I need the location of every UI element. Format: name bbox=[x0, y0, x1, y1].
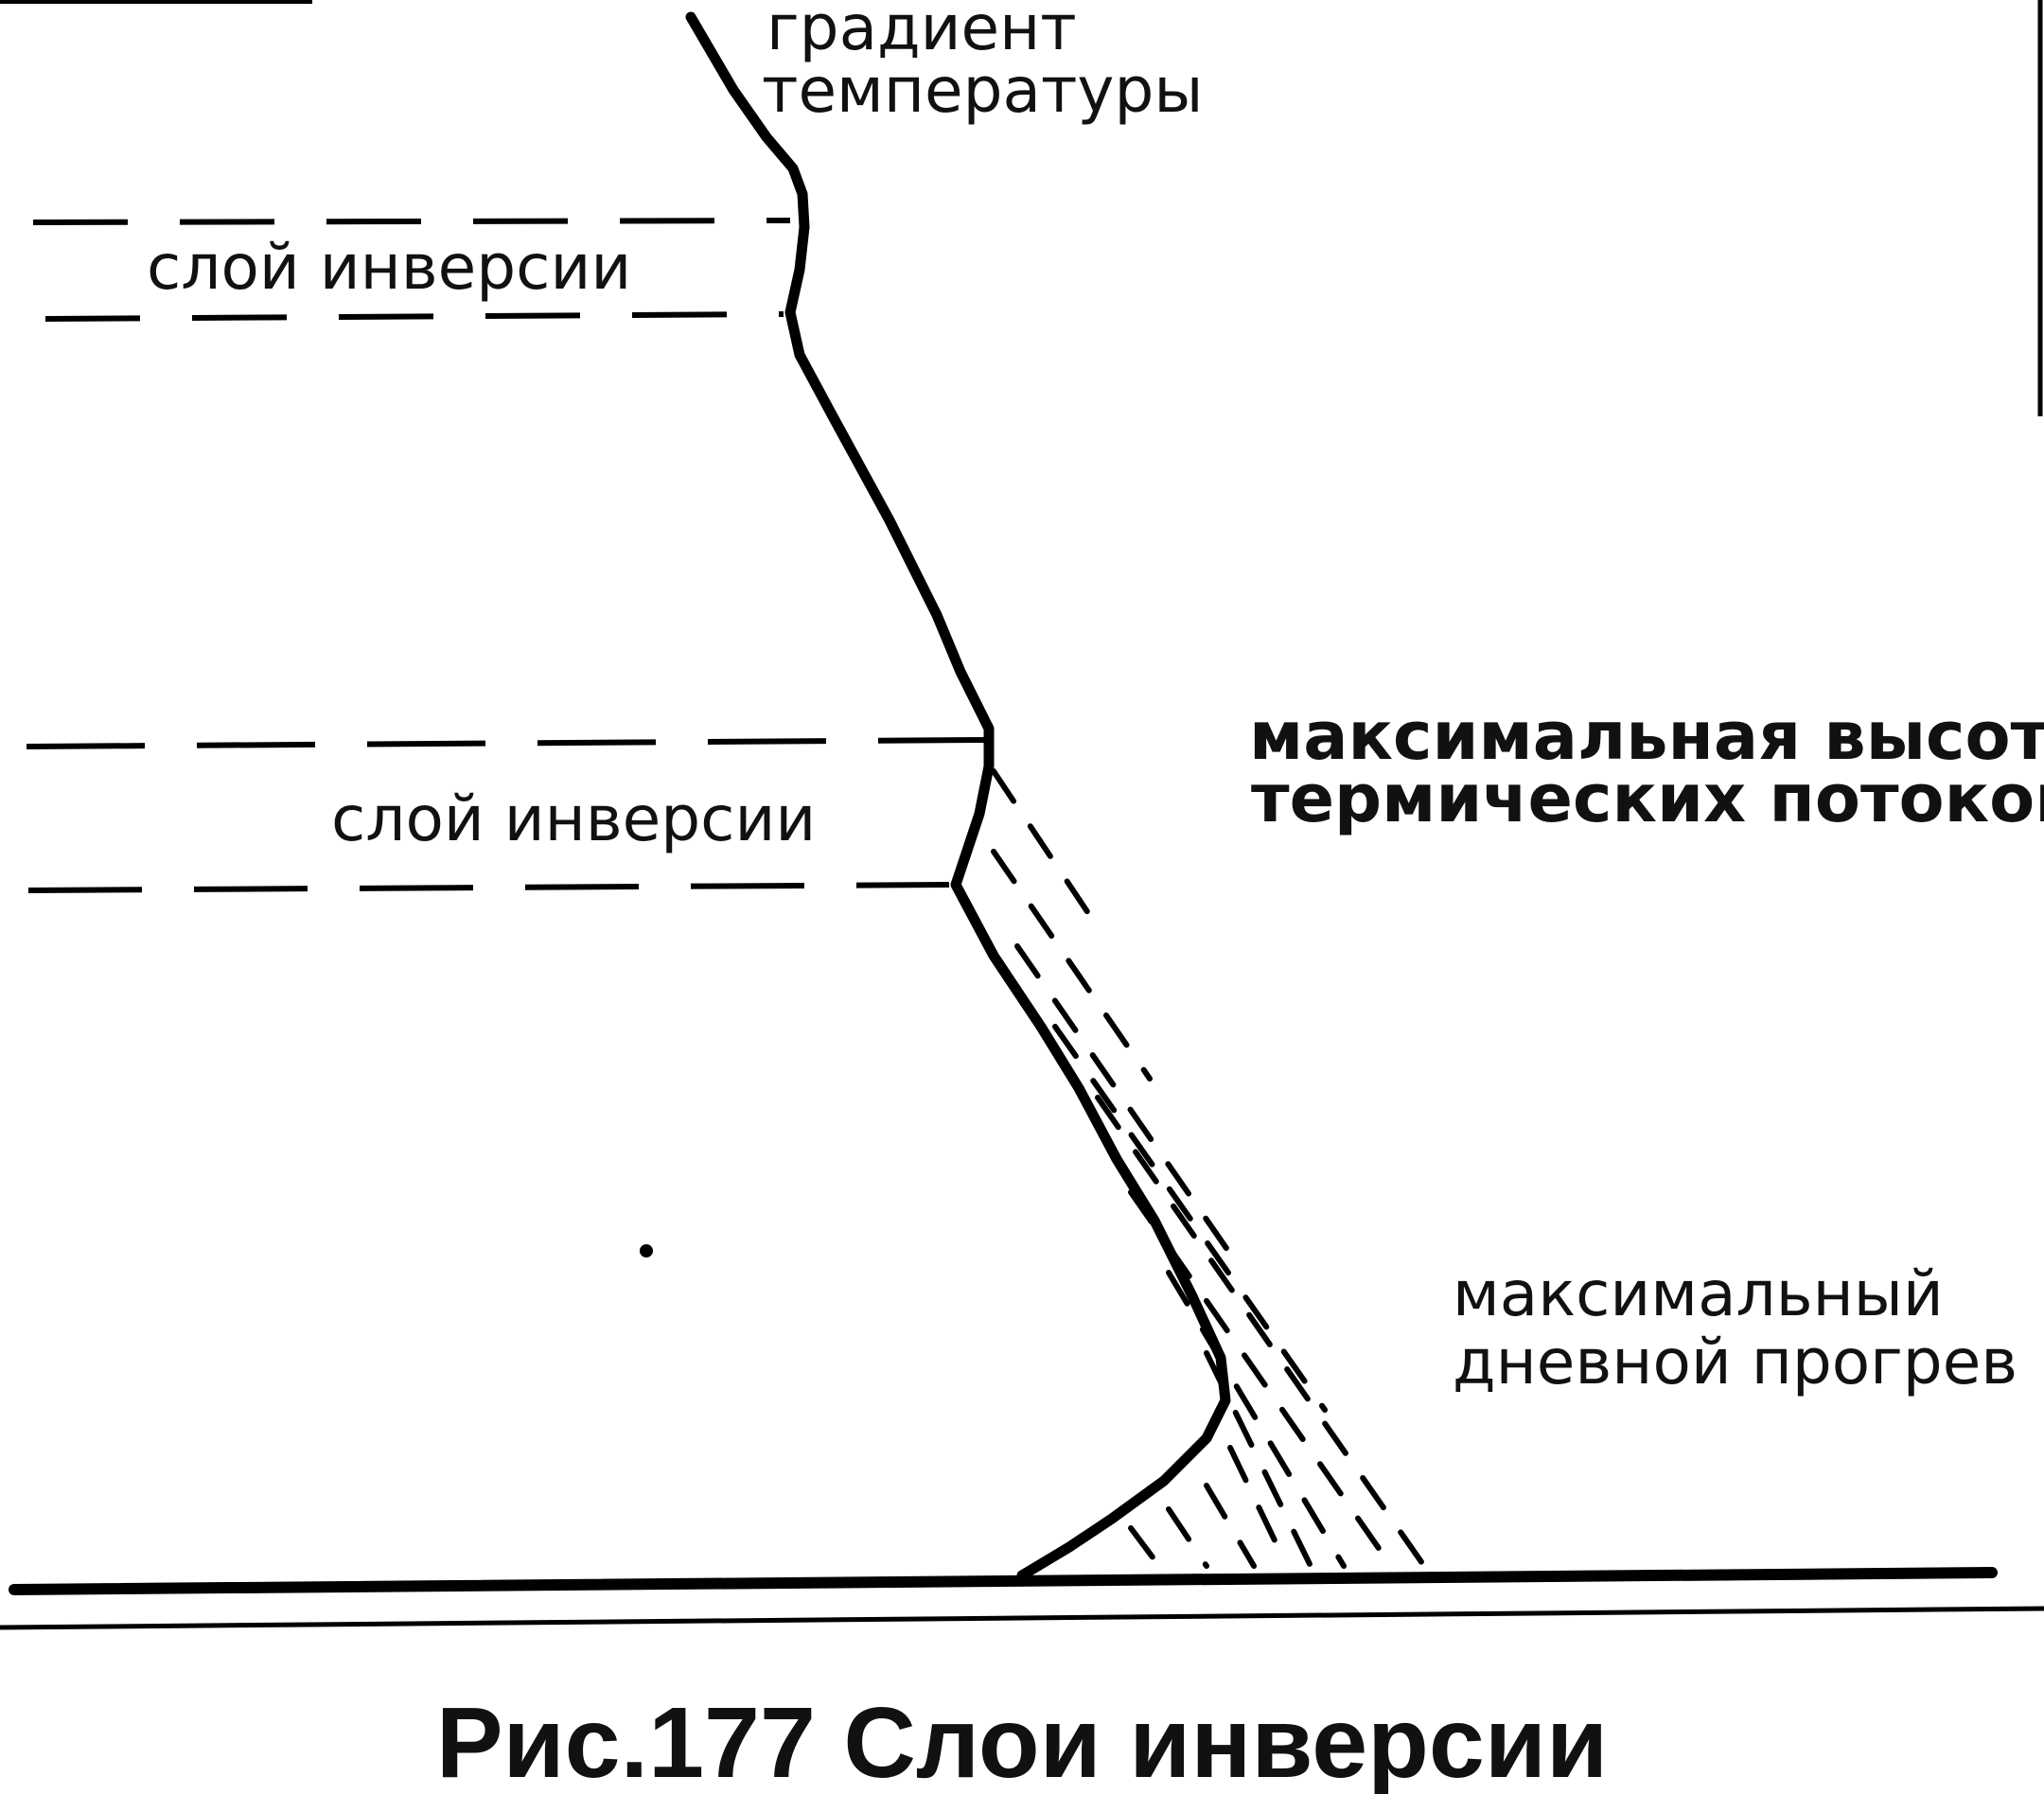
upper-inversion-bottom-boundary bbox=[44, 311, 784, 322]
temperature-gradient-curve bbox=[685, 11, 1231, 1581]
upper-inversion-top-boundary bbox=[32, 218, 791, 225]
lower-inversion-label: слой инверсии bbox=[331, 783, 816, 855]
thermal-hatching bbox=[991, 768, 1427, 1569]
stray-dot bbox=[640, 1244, 653, 1258]
upper-inversion-label: слой инверсии bbox=[147, 231, 631, 304]
gradient-label-line2: температуры bbox=[762, 54, 1203, 127]
lower-inversion-top-boundary bbox=[26, 737, 987, 749]
caption-separator bbox=[0, 1606, 2044, 1630]
daily-heating-label-line2: дневной прогрев bbox=[1453, 1326, 2018, 1398]
gradient-label-line1: градиент bbox=[766, 0, 1077, 64]
figure-caption: Рис.177 Слои инверсии bbox=[436, 1687, 1608, 1794]
daily-heating-label-line1: максимальный bbox=[1453, 1258, 1944, 1330]
lower-inversion-bottom-boundary bbox=[27, 882, 950, 893]
ground-line bbox=[9, 1567, 1998, 1595]
thermal-height-label-line1: максимальная высота bbox=[1249, 697, 2044, 775]
thermal-height-label-line2: термических потоков bbox=[1251, 760, 2044, 837]
